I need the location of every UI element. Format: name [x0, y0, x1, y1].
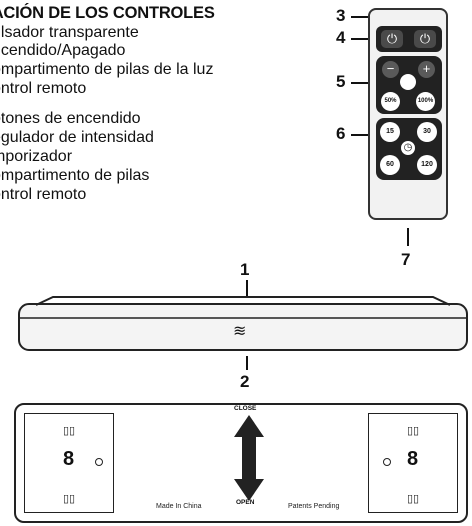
light-unit-bottom: ▯▯ 8 ▯▯ Made In China CLOSE OPEN Patents…	[14, 403, 468, 523]
power-icon: ⏻	[386, 31, 398, 46]
light-unit-outline	[18, 296, 468, 351]
right-number: 8	[407, 448, 419, 470]
legend-item-7: mporizador	[0, 148, 73, 165]
leader-4	[351, 38, 375, 40]
leader-1	[246, 280, 248, 296]
legend-title: CACIÓN DE LOS CONTROLES	[0, 4, 215, 22]
remote-control: ⏻ ⏻ − + 50% 100% 15 30 ◷ 60 120	[368, 8, 448, 220]
slot-marks-top: ▯▯	[407, 425, 420, 437]
power-button-panel: ⏻ ⏻	[376, 26, 442, 52]
power-off-button[interactable]: ⏻	[414, 30, 436, 48]
dim-down-button[interactable]: −	[382, 61, 399, 78]
dimmer-panel: − + 50% 100%	[376, 56, 442, 114]
leader-2	[246, 356, 248, 370]
power-icon: ⏻	[419, 31, 431, 46]
callout-6: 6	[336, 124, 346, 143]
legend-item-1: ulsador transparente	[0, 24, 139, 41]
callout-7: 7	[401, 250, 411, 269]
legend-item-6: egulador de intensidad	[0, 129, 154, 146]
leader-5	[351, 82, 375, 84]
light-unit-side: ≋	[18, 296, 468, 352]
clock-icon: ◷	[399, 139, 417, 157]
legend-item-2: ncendido/Apagado	[0, 42, 126, 59]
patents-label: Patents Pending	[288, 503, 340, 510]
legend-item-3: ompartimento de pilas de la luz	[0, 61, 214, 78]
timer-panel: 15 30 ◷ 60 120	[376, 118, 442, 180]
brightness-icon	[400, 74, 416, 90]
dim-100-button[interactable]: 100%	[416, 92, 435, 111]
right-battery-compartment: ▯▯ 8 ▯▯	[368, 413, 458, 513]
left-number: 8	[63, 448, 75, 470]
callout-5: 5	[336, 72, 346, 91]
dim-up-button[interactable]: +	[418, 61, 435, 78]
made-in-label: Made In China	[156, 503, 202, 510]
callout-1: 1	[240, 260, 250, 279]
close-open-switch[interactable]: CLOSE OPEN	[232, 395, 266, 507]
power-on-button[interactable]: ⏻	[381, 30, 403, 48]
legend-item-5: otones de encendido	[0, 110, 141, 127]
legend-item-4: ontrol remoto	[0, 80, 87, 97]
dim-50-button[interactable]: 50%	[381, 92, 400, 111]
legend-item-9: ontrol remoto	[0, 186, 87, 203]
timer-30-button[interactable]: 30	[417, 122, 437, 142]
screw-icon	[95, 458, 103, 466]
callout-3: 3	[336, 6, 346, 25]
slot-marks-top: ▯▯	[63, 425, 76, 437]
callout-2: 2	[240, 372, 250, 391]
timer-120-button[interactable]: 120	[417, 155, 437, 175]
callout-4: 4	[336, 28, 346, 47]
leader-3	[351, 16, 375, 18]
leader-6	[351, 134, 375, 136]
legend-item-8: ompartimento de pilas	[0, 167, 150, 184]
timer-15-button[interactable]: 15	[380, 122, 400, 142]
arrow-icon	[234, 415, 264, 501]
slot-marks-bottom: ▯▯	[407, 493, 420, 505]
screw-icon	[383, 458, 391, 466]
leader-7	[407, 228, 409, 246]
slot-marks-bottom: ▯▯	[63, 493, 76, 505]
timer-60-button[interactable]: 60	[380, 155, 400, 175]
wifi-icon: ≋	[233, 323, 247, 340]
left-battery-compartment: ▯▯ 8 ▯▯	[24, 413, 114, 513]
close-label: CLOSE	[234, 405, 257, 412]
open-label: OPEN	[236, 499, 255, 506]
